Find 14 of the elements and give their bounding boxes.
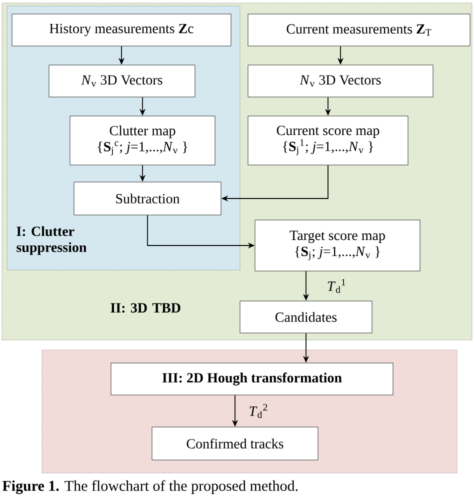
edge-label: T$_{d}$1 [328,279,346,293]
process-box: N$_{v}$ 3D Vectors [248,64,434,98]
process-box: Clutter map {S$_{j}$$^{c}$; j=1,...,N$_{v}$ } [70,116,216,166]
process-box: N$_{v}$ 3D Vectors [48,64,196,98]
process-box: Current measurements Z$_{T}$ [248,14,470,46]
process-box: III: 2D Hough transformation [110,362,394,396]
edge-label: T$_{d}$2 [250,404,268,418]
process-box: Confirmed tracks [152,426,318,460]
process-box: Candidates [240,300,372,334]
process-box: Target score map {S$_{j}$; j=1,...,N$_{v}$ } [254,220,420,272]
caption: Figure 1. The flowchart of the proposed method. [2,480,298,494]
process-box: History measurements Zc [12,14,232,46]
process-box: Subtraction [74,182,222,216]
process-box: Current score map {S$_{j}$$^{1}$; j=1,...,N$_{v}$ } [248,116,408,166]
